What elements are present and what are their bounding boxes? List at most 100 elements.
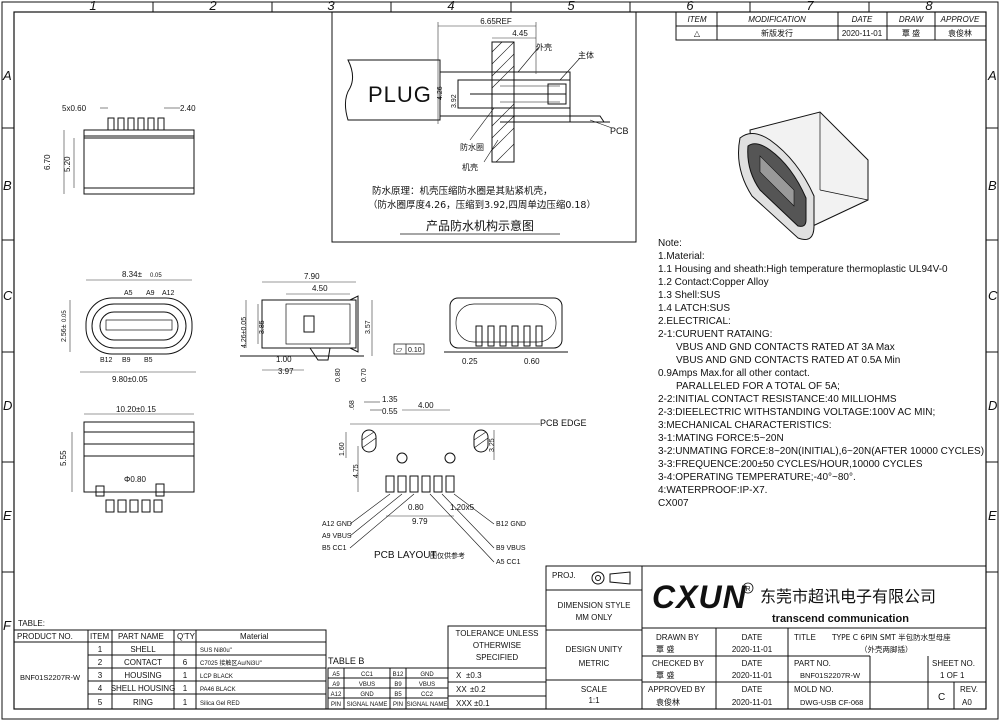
parts-header-material: Material [240,632,269,641]
rev-approve: 袁俊林 [948,28,972,38]
dim-0-55: 0.55 [382,407,398,416]
flatness-value: 0.10 [408,347,422,354]
dim-3-85: 3.85 [259,320,266,334]
note-line: CX007 [658,498,689,509]
rev-header: ITEM [687,15,706,24]
row-label: E [988,508,997,523]
row-label: F [3,618,12,633]
parts-row-material: C7025 接触区Au/Ni3U" [200,659,262,667]
parts-row-qty: 1 [183,684,188,693]
isometric-render [738,111,869,240]
parts-row-item: 4 [98,684,103,693]
label-case: 机壳 [462,162,478,172]
table-b-cell: A12 [331,692,342,698]
proj-label: PROJ. [552,571,576,580]
company-name-en: transcend communication [772,613,909,625]
dim-4-50: 4.50 [312,284,328,293]
pcb-left-label: A9 VBUS [322,533,352,540]
table-b-cell: GND [360,692,374,698]
drawn-by-label: DRAWN BY [656,633,699,642]
table-b-cell: B9 [394,682,402,688]
dim-0-80: 0.80 [335,368,342,382]
parts-row-material: Silica Gel RED [200,701,240,707]
pin-label-b5: B5 [144,357,153,364]
row-label: B [988,178,997,193]
pcb-layout: PCB EDGE .68 1.35 0.55 4.00 [322,395,587,566]
rev-value: A0 [962,698,972,707]
dim-1-20x5: 1.20x5 [450,503,475,512]
rev-modification: 新版发行 [761,28,793,38]
parts-row-qty: 1 [183,671,188,680]
table-b-cell: CC1 [361,672,374,678]
parts-row-item: 1 [98,645,103,654]
dim-4-45: 4.45 [512,29,528,38]
dim-4-26: 4.26±0.05 [241,317,248,348]
row-label: B [3,178,12,193]
rev-header: DRAW [899,15,925,24]
tol-value: ±0.3 [466,671,482,680]
dim-4-26: 4.26 [437,86,444,100]
dim-3-25: 3.25 [489,438,496,452]
dim-4-00: 4.00 [418,401,434,410]
col-label: 8 [925,0,933,13]
sheet-value: 1 OF 1 [940,671,965,680]
rev-item: △ [694,29,701,38]
dim-2-56: 2.56± [61,324,68,342]
sheet-no-label: SHEET NO. [932,659,975,668]
dim-068: .68 [349,400,356,410]
dim-3-92: 3.92 [451,94,458,108]
tolerance-line-2: OTHERWISE [473,641,521,650]
rev-letter: C [938,692,945,703]
note-line: 2-3:DIEELECTRIC WITHSTANDING VOLTAGE:100… [658,407,935,418]
rev-draw: 覃 盛 [902,28,920,38]
drawn-by-name: 覃 盛 [656,644,675,654]
scale-label: SCALE [581,685,607,694]
note-line: 3-4:OPERATING TEMPERATURE;-40°~80°. [658,472,856,483]
parts-row-item: 2 [98,658,103,667]
dim-5x060: 5x0.60 [62,104,87,113]
row-label: C [3,288,13,303]
projection-symbol-icon [591,571,605,585]
waterproof-section-view: PLUG 6.65REF 4.45 4.26 3.92 外壳 主体 [331,11,637,243]
table-b-cell: A5 [332,672,340,678]
row-label: D [3,398,12,413]
rev-header: APPROVE [940,15,980,24]
pin-table-b: TABLE B A5 CC1 B12 GND A9 VBUS B9 VBUS A… [327,656,449,710]
dim-8-34-tol: 0.05 [150,273,162,279]
bottom-view: 10.20±0.15 5.55 Φ0.80 [59,405,195,513]
notes-heading: Note: [658,238,682,249]
table-b-cell: PIN [393,702,403,708]
dim-1-00: 1.00 [276,355,292,364]
svg-text:R: R [746,586,751,593]
col-label: 5 [567,0,575,13]
parts-row-qty: 6 [183,658,188,667]
company-name-cn: 东莞市超讯电子有限公司 [760,587,936,606]
parts-table: TABLE: PRODUCT NO. ITEM PART NAME Q'TY M… [13,619,327,710]
dim-3-97: 3.97 [278,367,294,376]
note-line: 1.1 Housing and sheath:High temperature … [658,264,948,275]
row-label: D [988,398,997,413]
note-line: 3-3:FREQUENCE:200±50 CYCLES/HOUR,10000 C… [658,459,923,470]
date-value: 2020-11-01 [732,671,773,680]
drawing-title-1: TYPE C 6PIN SMT 半包防水型母座 [831,632,951,642]
parts-row-item: 5 [98,698,103,707]
row-label: C [988,288,998,303]
pcb-right-label: B9 VBUS [496,545,526,552]
date-value: 2020-11-01 [732,698,773,707]
label-pcb: PCB [610,126,629,136]
dim-1-35: 1.35 [382,395,398,404]
col-label: 1 [89,0,96,13]
parts-row-name: CONTACT [124,658,162,667]
rev-header: MODIFICATION [748,15,806,24]
mold-no-value: DWG-USB CF-068 [800,698,863,707]
date-label: DATE [742,685,763,694]
dim-3-57: 3.57 [365,320,372,334]
title-block: TOLERANCE UNLESS OTHERWISE SPECIFIED X ±… [447,565,987,710]
dimension-style-label: DIMENSION STYLE [558,601,631,610]
approved-by-label: APPROVED BY [648,685,706,694]
table-b-cell: SIGNAL NAME [347,702,388,708]
scale-value: 1:1 [588,696,600,705]
pcb-left-label: B5 CC1 [322,545,347,552]
parts-header-name: PART NAME [118,632,164,641]
dim-2-40: 2.40 [180,104,196,113]
